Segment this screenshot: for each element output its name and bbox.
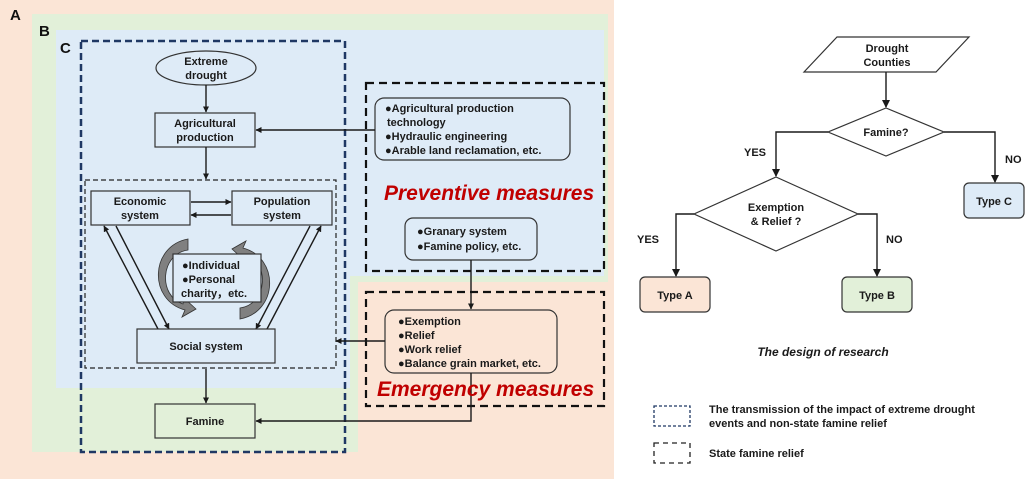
yes-label-1: YES — [744, 147, 766, 159]
emergency-measures-title: Emergency measures — [377, 378, 594, 401]
legend-item-1-line2: events and non-state famine relief — [709, 418, 887, 430]
population-system-node — [231, 190, 333, 226]
arrow-famine-no — [944, 131, 999, 183]
preventive-item-3: ●Arable land reclamation, etc. — [385, 145, 541, 157]
population-line1: Population — [254, 196, 311, 208]
population-line2: system — [263, 210, 301, 222]
drought-counties-node — [802, 36, 971, 73]
preventive-item-1: ●Agricultural production — [385, 103, 514, 115]
exemption-relief-line1: Exemption — [748, 202, 805, 214]
type-c-label: Type C — [976, 196, 1012, 208]
extreme-drought-line2: drought — [185, 70, 227, 82]
social-system-label: Social system — [169, 341, 243, 353]
arrow-relief-yes — [672, 213, 694, 277]
cycle-arrow-left-icon — [157, 238, 197, 318]
famine-label: Famine — [186, 416, 225, 428]
preventive-box-1 — [374, 97, 571, 161]
preventive-item-1b: technology — [387, 117, 447, 129]
balance-grain-item: ●Balance grain market, etc. — [398, 358, 541, 370]
preventive-item-2: ●Hydraulic engineering — [385, 131, 507, 143]
emergency-frame — [364, 290, 606, 408]
individual-line1: ●Individual — [182, 260, 240, 272]
individual-charity-node — [172, 253, 262, 303]
legend-item-2: State famine relief — [709, 448, 804, 460]
extreme-drought-line1: Extreme — [184, 56, 227, 68]
type-b-node — [841, 276, 913, 313]
economic-system-node — [90, 190, 191, 226]
work-relief-item: ●Work relief — [398, 344, 462, 356]
region-label-c: C — [60, 40, 71, 57]
no-label-1: NO — [1005, 154, 1022, 166]
famine-decision — [826, 107, 946, 157]
individual-line2: ●Personal — [182, 274, 235, 286]
type-a-label: Type A — [657, 290, 693, 302]
region-label-a: A — [10, 7, 21, 24]
famine-policy-item: ●Famine policy, etc. — [417, 241, 521, 253]
economic-line2: system — [121, 210, 159, 222]
type-b-label: Type B — [859, 290, 895, 302]
arrow-econ-to-social — [115, 225, 170, 330]
exemption-relief-decision — [692, 176, 860, 252]
arrow-social-to-econ — [103, 225, 159, 330]
region-label-b: B — [39, 23, 50, 40]
design-caption: The design of research — [757, 345, 888, 359]
social-system-node — [136, 328, 276, 364]
relief-item: ●Relief — [398, 330, 435, 342]
yes-label-2: YES — [637, 234, 659, 246]
arrow-pop-to-social — [255, 225, 311, 330]
drought-counties-line1: Drought — [866, 43, 909, 55]
arrow-famine-yes — [772, 131, 828, 177]
exemption-item: ●Exemption — [398, 316, 461, 328]
preventive-measures-title: Preventive measures — [384, 182, 594, 205]
preventive-frame — [364, 81, 606, 273]
subsystem-frame — [84, 179, 337, 369]
agri-line2: production — [176, 132, 234, 144]
legend-swatch-navy-dashed — [653, 405, 691, 427]
no-label-2: NO — [886, 234, 903, 246]
arrow-relief-no — [858, 213, 881, 277]
exemption-relief-line2: & Relief ? — [751, 216, 802, 228]
individual-line3: charity，etc. — [181, 288, 247, 300]
legend-swatch-black-dashed — [653, 442, 691, 464]
legend-item-1-line1: The transmission of the impact of extrem… — [709, 404, 975, 416]
type-c-node — [963, 182, 1025, 219]
granary-item: ●Granary system — [417, 226, 507, 238]
arrow-emergency-to-famine — [255, 373, 472, 424]
non-state-relief-frame-border — [79, 39, 347, 454]
famine-node — [154, 403, 256, 439]
drought-counties-line2: Counties — [863, 57, 910, 69]
type-a-node — [639, 276, 711, 313]
preventive-box-2 — [404, 217, 538, 261]
agri-line1: Agricultural — [174, 118, 236, 130]
agricultural-production-node — [154, 112, 256, 148]
arrow-social-to-pop — [266, 225, 322, 330]
economic-line1: Economic — [114, 196, 167, 208]
famine-question: Famine? — [863, 127, 909, 139]
